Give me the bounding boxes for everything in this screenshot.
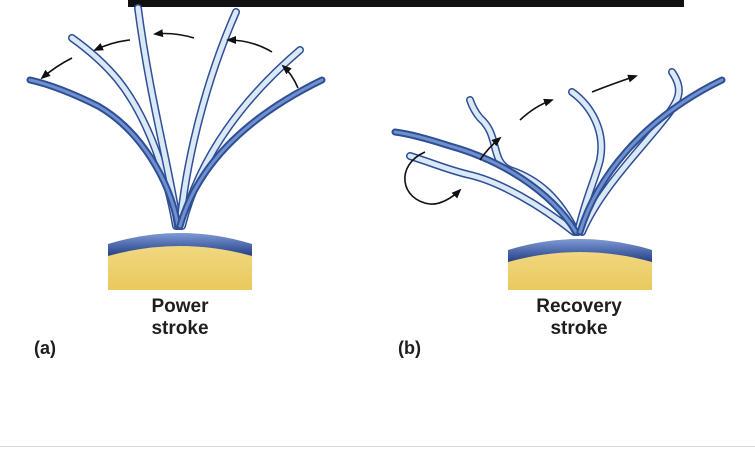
recovery-stroke-caption-line2: stroke (550, 318, 608, 339)
panel-letter-b: (b) (398, 338, 421, 358)
top-bar (128, 0, 684, 7)
panel-letter-a: (a) (34, 338, 56, 358)
cilium-position-dark (26, 76, 326, 230)
panel-a-power-stroke (26, 4, 326, 290)
cilium-recovery-dark (391, 76, 726, 236)
bottom-divider (0, 446, 755, 447)
power-stroke-arrows (40, 29, 299, 89)
recovery-stroke-caption: Recovery stroke (514, 296, 644, 340)
recovery-stroke-caption-line1: Recovery (536, 296, 622, 317)
cell-surface-a (108, 233, 252, 290)
cilium-recovery-light (406, 68, 683, 236)
power-stroke-caption-line2: stroke (151, 318, 209, 339)
power-stroke-caption: Power stroke (130, 296, 230, 340)
cell-surface-b (508, 239, 652, 290)
panel-b-recovery-stroke (391, 68, 726, 290)
power-stroke-caption-line1: Power (151, 296, 209, 317)
recovery-stroke-arrows (404, 74, 638, 205)
